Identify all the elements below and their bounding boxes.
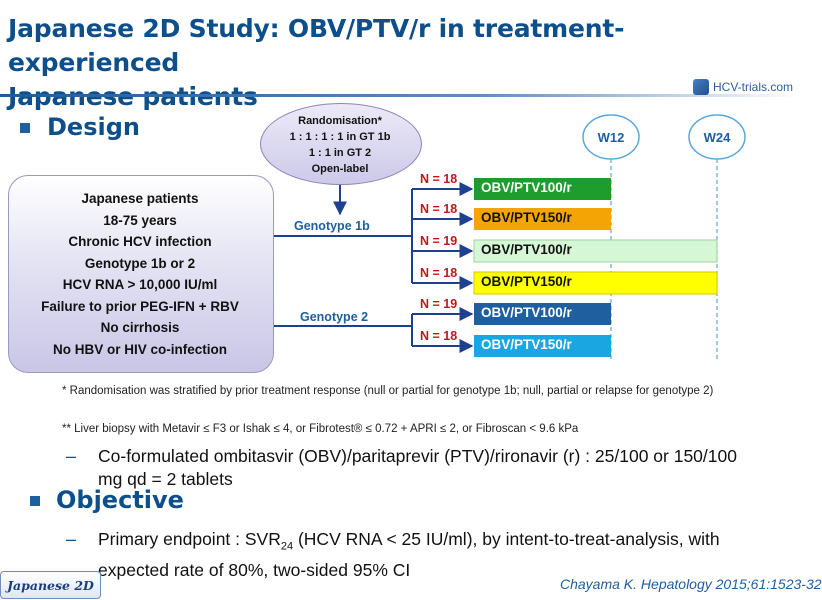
objective-bullet-icon <box>30 496 40 506</box>
design-bullet-icon <box>20 123 30 133</box>
arm-sample-size: N = 18 <box>420 202 458 216</box>
study-badge: Japanese 2D <box>0 571 101 599</box>
randomisation-line: Randomisation* <box>298 115 382 127</box>
primary-endpoint-text: Primary endpoint : SVR24 (HCV RNA < 25 I… <box>98 528 778 582</box>
randomisation-text: Randomisation* 1 : 1 : 1 : 1 in GT 1b 1 … <box>262 113 418 177</box>
week-24-label: W24 <box>703 130 731 145</box>
randomisation-ellipse <box>260 103 422 185</box>
objective-heading: Objective <box>56 486 184 514</box>
treatment-arm-label: OBV/PTV150/r <box>481 274 572 289</box>
design-flow-diagram <box>272 114 746 362</box>
treatment-arm-bar <box>474 335 611 357</box>
treatment-arm-label: OBV/PTV100/r <box>481 180 572 195</box>
criteria-line: Failure to prior PEG-IFN + RBV <box>41 298 239 314</box>
patient-criteria-text: Japanese patients 18-75 years Chronic HC… <box>12 188 268 360</box>
treatment-arm-bar <box>473 271 718 295</box>
treatment-arm-bar <box>474 178 611 200</box>
criteria-line: 18-75 years <box>103 212 177 228</box>
genotype-1b-label: Genotype 1b <box>294 219 370 233</box>
arm-sample-size: N = 19 <box>420 234 458 248</box>
treatment-arm-label: OBV/PTV100/r <box>481 305 572 320</box>
criteria-line: No cirrhosis <box>100 320 180 335</box>
endpoint-prefix: Primary endpoint : SVR <box>98 529 281 549</box>
genotype-2-label: Genotype 2 <box>300 310 369 324</box>
treatment-arm-bar <box>474 303 611 325</box>
logo-text: HCV-trials.com <box>713 80 794 94</box>
dash-bullet: – <box>66 529 77 549</box>
treatment-arm-label: OBV/PTV100/r <box>481 242 572 257</box>
arm-sample-size: N = 18 <box>420 172 458 186</box>
patient-criteria-box <box>8 175 274 373</box>
treatment-arm-bar <box>474 208 611 230</box>
week-12-label: W12 <box>597 130 625 145</box>
citation: Chayama K. Hepatology 2015;61:1523-32 <box>560 576 822 592</box>
treatment-arm-bar <box>473 239 718 263</box>
title-line-1: Japanese 2D Study: OBV/PTV/r in treatmen… <box>8 14 625 77</box>
title-underline <box>0 94 800 97</box>
liver-biopsy-footnote: ** Liver biopsy with Metavir ≤ F3 or Ish… <box>62 423 579 435</box>
primary-endpoint-item: – Primary endpoint : SVR24 (HCV RNA < 25… <box>66 528 778 582</box>
design-heading: Design <box>47 113 140 141</box>
treatment-arm-label: OBV/PTV150/r <box>481 210 572 225</box>
randomisation-line: Open-label <box>311 163 369 175</box>
endpoint-suffix: (HCV RNA < 25 IU/ml), by intent-to-treat… <box>98 529 720 580</box>
dash-bullet: – <box>66 446 77 466</box>
criteria-line: HCV RNA > 10,000 IU/ml <box>62 277 218 292</box>
endpoint-subscript: 24 <box>280 540 294 553</box>
randomisation-footnote: * Randomisation was stratified by prior … <box>62 385 714 397</box>
criteria-line: No HBV or HIV co-infection <box>52 341 227 357</box>
coformulation-item: – Co-formulated ombitasvir (OBV)/paritap… <box>66 445 738 491</box>
arm-sample-size: N = 18 <box>420 329 458 343</box>
arm-sample-size: N = 19 <box>420 297 458 311</box>
site-logo: HCV-trials.com <box>693 78 793 96</box>
criteria-line: Chronic HCV infection <box>68 234 212 249</box>
criteria-line: Japanese patients <box>81 191 199 206</box>
arm-sample-size: N = 18 <box>420 266 458 280</box>
treatment-arm-label: OBV/PTV150/r <box>481 337 572 352</box>
randomisation-line: 1 : 1 in GT 2 <box>308 147 372 159</box>
randomisation-line: 1 : 1 : 1 : 1 in GT 1b <box>289 131 391 143</box>
coformulation-text: Co-formulated ombitasvir (OBV)/paritapre… <box>98 446 737 489</box>
logo-icon <box>693 79 709 95</box>
criteria-line: Genotype 1b or 2 <box>84 255 196 271</box>
